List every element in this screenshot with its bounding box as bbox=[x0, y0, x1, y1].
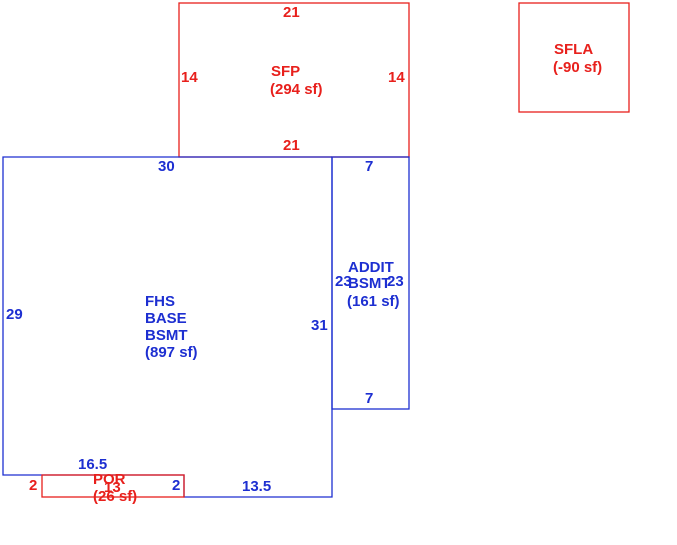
fhs-label-line2: BASE bbox=[145, 310, 187, 327]
por-dim-bottom: 13 bbox=[104, 479, 121, 496]
fhs-dim-bottom-left: 16.5 bbox=[78, 456, 107, 473]
por-outline bbox=[41, 474, 185, 498]
sfla-outline bbox=[518, 2, 630, 113]
fhs-dim-left: 29 bbox=[6, 306, 23, 323]
fhs-dim-right: 31 bbox=[311, 317, 328, 334]
fhs-dim-top: 30 bbox=[158, 158, 175, 175]
por-dim-left: 2 bbox=[29, 477, 37, 494]
addit-dim-top: 7 bbox=[365, 158, 373, 175]
sfp-dim-top: 21 bbox=[283, 4, 300, 21]
addit-label-line2: BSMT bbox=[348, 275, 391, 292]
addit-dim-left: 23 bbox=[335, 273, 352, 290]
addit-outline bbox=[331, 156, 410, 410]
fhs-label-line3: BSMT bbox=[145, 327, 188, 344]
sfp-label-area: (294 sf) bbox=[270, 81, 323, 98]
sfp-label-name: SFP bbox=[271, 63, 300, 80]
por-label-name: POR bbox=[93, 471, 126, 488]
sfp-dim-bottom: 21 bbox=[283, 137, 300, 154]
sfp-outline bbox=[178, 2, 410, 158]
fhs-dim-bottom-right: 13.5 bbox=[242, 478, 271, 495]
addit-label-area: (161 sf) bbox=[347, 293, 400, 310]
sfla-label-name: SFLA bbox=[554, 41, 593, 58]
addit-dim-bottom: 7 bbox=[365, 390, 373, 407]
sfp-dim-right: 14 bbox=[388, 69, 405, 86]
addit-dim-right: 23 bbox=[387, 273, 404, 290]
por-label-area: (26 sf) bbox=[93, 488, 137, 505]
sfla-label-area: (-90 sf) bbox=[553, 59, 602, 76]
fhs-label-line1: FHS bbox=[145, 293, 175, 310]
addit-label-line1: ADDIT bbox=[348, 259, 394, 276]
fhs-dim-step: 2 bbox=[172, 477, 180, 494]
sfp-dim-left: 14 bbox=[181, 69, 198, 86]
fhs-label-area: (897 sf) bbox=[145, 344, 198, 361]
